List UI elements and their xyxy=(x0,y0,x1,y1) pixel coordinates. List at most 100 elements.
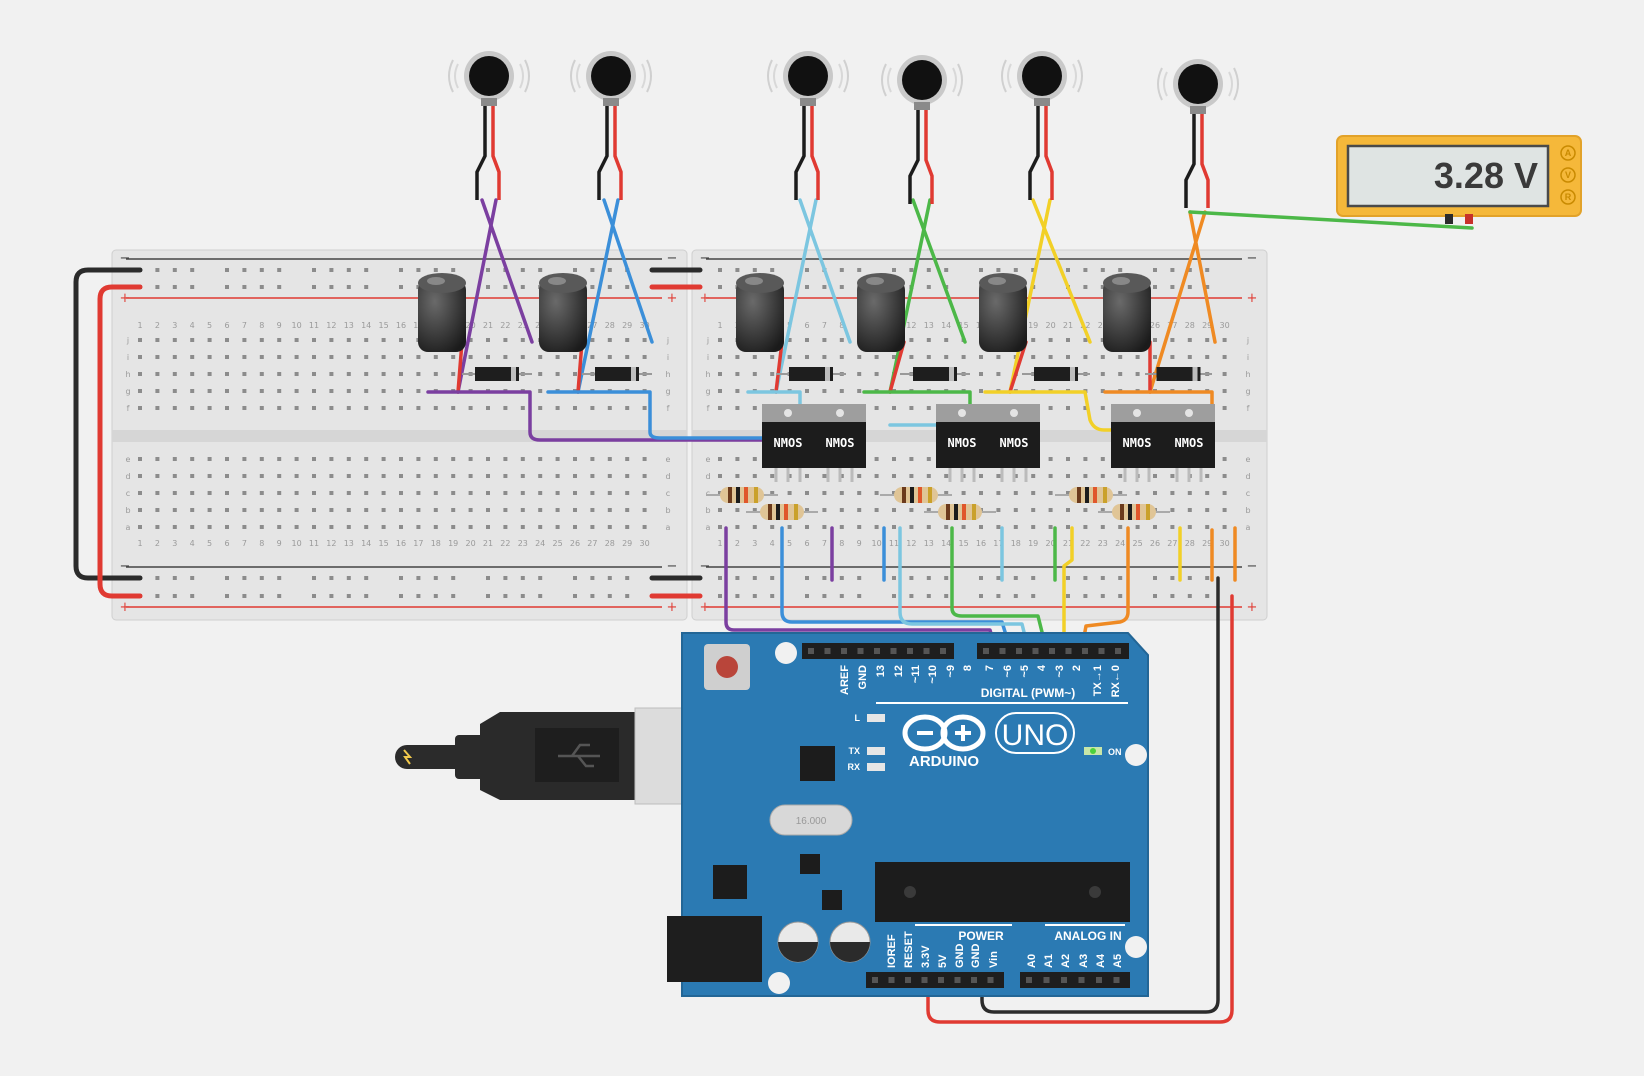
header-pin[interactable] xyxy=(1115,648,1121,654)
diode[interactable] xyxy=(462,367,532,381)
header-pin[interactable] xyxy=(857,648,864,654)
header-pin[interactable] xyxy=(923,648,930,654)
header-pin[interactable] xyxy=(1016,648,1022,654)
header-pin[interactable] xyxy=(872,977,878,983)
header-pin[interactable] xyxy=(1043,977,1050,983)
resistor[interactable] xyxy=(924,504,996,520)
breadboard-hole xyxy=(364,508,369,512)
nmos-transistor[interactable]: NMOS xyxy=(936,404,988,482)
mode-a-label[interactable]: A xyxy=(1565,148,1572,158)
header-pin[interactable] xyxy=(971,977,977,983)
column-number: 12 xyxy=(906,321,916,330)
breadboard-hole xyxy=(822,594,827,598)
row-wires xyxy=(426,390,1214,442)
nmos-transistor[interactable]: NMOS xyxy=(762,404,814,482)
resistor[interactable] xyxy=(1055,487,1127,503)
nmos-transistor[interactable]: NMOS xyxy=(814,404,866,482)
electrolytic-capacitor[interactable] xyxy=(979,273,1027,352)
probe-black[interactable] xyxy=(1445,214,1453,224)
breadboard-hole xyxy=(961,525,966,529)
breadboard-hole xyxy=(242,355,247,359)
breadboard-hole xyxy=(451,508,456,512)
vibration-motor[interactable] xyxy=(570,51,652,200)
header-pin[interactable] xyxy=(1096,977,1102,983)
header-pin[interactable] xyxy=(1065,648,1072,654)
vibration-motor[interactable] xyxy=(767,51,849,200)
breadboard-hole xyxy=(590,491,595,495)
breadboard-hole xyxy=(1100,389,1105,393)
nmos-transistor[interactable]: NMOS xyxy=(1111,404,1163,482)
diode[interactable] xyxy=(900,367,970,381)
breadboard-hole xyxy=(138,355,142,359)
breadboard-hole xyxy=(1170,285,1175,289)
header-pin[interactable] xyxy=(1082,648,1088,654)
diode[interactable] xyxy=(1022,367,1090,381)
header-pin[interactable] xyxy=(1113,977,1120,983)
header-pin[interactable] xyxy=(841,648,847,654)
header-pin[interactable] xyxy=(824,648,831,654)
diode[interactable] xyxy=(776,367,846,381)
breadboard-hole xyxy=(1083,355,1088,359)
header-pin[interactable] xyxy=(874,648,880,654)
column-number: 7 xyxy=(822,321,827,330)
electrolytic-capacitor[interactable] xyxy=(736,273,784,352)
header-pin[interactable] xyxy=(905,977,911,983)
header-pin[interactable] xyxy=(921,977,928,983)
breadboard-hole xyxy=(1118,372,1123,376)
vibration-motor[interactable] xyxy=(1001,51,1083,200)
breadboard-hole xyxy=(451,594,456,598)
resistor[interactable] xyxy=(706,487,778,503)
electrolytic-capacitor[interactable] xyxy=(857,273,905,352)
power-jack[interactable] xyxy=(667,916,762,982)
vibration-motor[interactable] xyxy=(881,55,963,204)
vibration-motor[interactable] xyxy=(448,51,530,200)
mode-v-label[interactable]: V xyxy=(1565,170,1571,180)
breadboard-hole xyxy=(926,525,931,529)
mode-r-label[interactable]: R xyxy=(1565,192,1572,202)
header-pin[interactable] xyxy=(890,648,897,654)
multimeter[interactable]: 3.28 V A V R xyxy=(1336,135,1582,224)
breadboard-hole xyxy=(225,594,229,598)
vibration-motor[interactable] xyxy=(1157,59,1239,208)
resistor[interactable] xyxy=(880,487,952,503)
multimeter-mode-buttons[interactable]: A V R xyxy=(1560,145,1576,205)
header-pin[interactable] xyxy=(1061,977,1067,983)
breadboard-hole xyxy=(1205,508,1210,512)
header-pin[interactable] xyxy=(999,648,1006,654)
header-pin[interactable] xyxy=(1026,977,1032,983)
nmos-transistor[interactable]: NMOS xyxy=(1163,404,1215,482)
header-pin[interactable] xyxy=(888,977,895,983)
resistor[interactable] xyxy=(1098,504,1170,520)
electrolytic-capacitor[interactable] xyxy=(418,273,466,352)
resistor[interactable] xyxy=(746,504,818,520)
analog-header-pins[interactable] xyxy=(1020,972,1130,988)
header-pin[interactable] xyxy=(983,648,989,654)
arduino-headers[interactable] xyxy=(802,643,1130,988)
electrolytic-capacitor[interactable] xyxy=(539,273,587,352)
power-header-pins[interactable] xyxy=(866,972,1004,988)
header-pin[interactable] xyxy=(938,977,944,983)
diode[interactable] xyxy=(1145,367,1212,381)
breadboard-left[interactable] xyxy=(111,249,688,621)
nmos-transistor[interactable]: NMOS xyxy=(988,404,1040,482)
reset-button[interactable] xyxy=(704,644,750,690)
header-pin[interactable] xyxy=(1049,648,1055,654)
diode[interactable] xyxy=(582,367,652,381)
breadboard-hole xyxy=(892,508,896,512)
header-pin[interactable] xyxy=(987,977,994,983)
header-pin[interactable] xyxy=(954,977,961,983)
header-pin[interactable] xyxy=(907,648,913,654)
probe-red[interactable] xyxy=(1465,214,1473,224)
header-pin[interactable] xyxy=(1098,648,1105,654)
column-number: 30 xyxy=(640,539,650,548)
electrolytic-capacitor[interactable] xyxy=(1103,273,1151,352)
header-pin[interactable] xyxy=(808,648,814,654)
breadboard-hole xyxy=(346,268,351,272)
header-pin[interactable] xyxy=(1032,648,1039,654)
header-pin[interactable] xyxy=(940,648,946,654)
header-pin[interactable] xyxy=(1078,977,1085,983)
column-number: 4 xyxy=(190,539,195,548)
